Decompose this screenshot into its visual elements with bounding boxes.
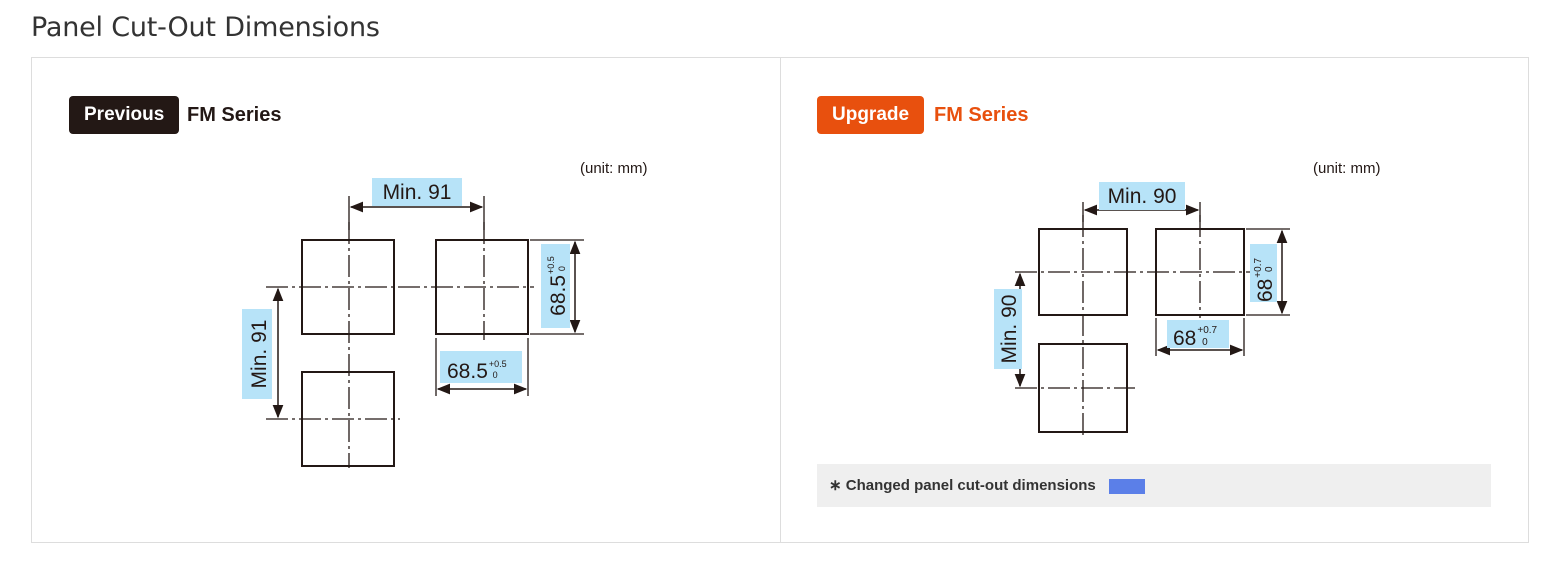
left-min-horizontal-label: Min. 91 xyxy=(383,181,452,204)
previous-series-name: FM Series xyxy=(187,104,282,126)
changed-color-swatch xyxy=(1109,479,1145,494)
note-text: ∗ Changed panel cut-out dimensions xyxy=(829,477,1096,494)
left-height-label: 68.5+0.50 xyxy=(546,256,570,316)
right-min-horizontal-label: Min. 90 xyxy=(1108,185,1177,208)
previous-badge: Previous xyxy=(69,96,180,134)
panel-divider xyxy=(780,57,781,543)
right-min-vertical-label: Min. 90 xyxy=(998,295,1021,364)
changed-dimensions-note: ∗ Changed panel cut-out dimensions xyxy=(817,464,1491,507)
left-min-vertical-label: Min. 91 xyxy=(248,320,271,389)
upgrade-series-name: FM Series xyxy=(934,104,1029,126)
right-unit-label: (unit: mm) xyxy=(1313,160,1381,177)
left-unit-label: (unit: mm) xyxy=(580,160,648,177)
upgrade-badge: Upgrade xyxy=(817,96,925,134)
page-title: Panel Cut-Out Dimensions xyxy=(31,12,380,43)
right-height-label: 68+0.70 xyxy=(1253,258,1277,303)
